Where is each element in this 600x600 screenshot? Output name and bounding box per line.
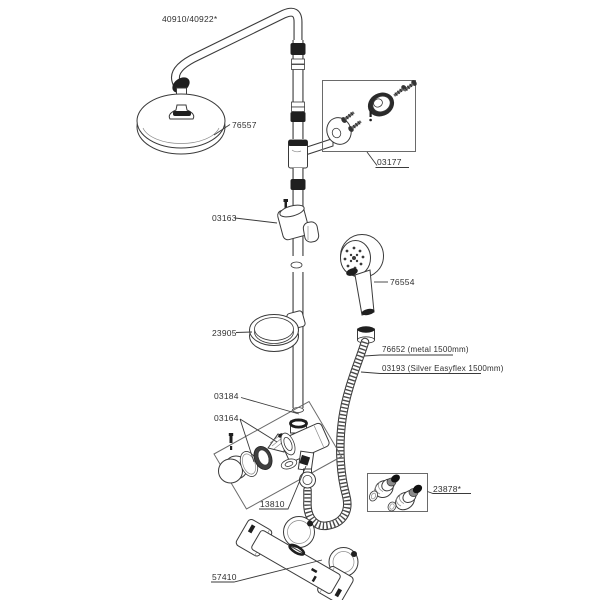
shower-head-face [136,93,226,149]
label-hose-nut: 13810 [260,499,285,509]
mixer-top-outlet [288,543,306,556]
label-hose-silver: 03193 (Silver Easyflex 1500mm) [382,364,504,373]
mixer-valve [235,516,359,600]
label-assembly: 40910/40922* [162,14,218,24]
label-soap-dish: 23905 [212,328,237,338]
eccentric-connectors-box [367,473,428,512]
pipe-o-ring [290,261,303,269]
label-hose-metal: 76652 (metal 1500mm) [382,345,469,354]
mixer-body [235,518,354,600]
label-diverter-assembly: 03184 [214,391,239,401]
bracket-body [367,92,395,117]
label-overhead-shower: 76557 [232,120,257,130]
label-mixer-valve: 57410 [212,572,237,582]
top-arm-tube [171,7,303,92]
hose-nut-13810 [299,454,311,466]
diverter-box [213,400,343,510]
rail-slider [277,199,320,243]
connector-b [395,484,423,511]
label-rail-slider: 03163 [212,213,237,223]
labels: 40910/40922* 76557 03177 03163 23905 765… [162,14,504,583]
mounting-screws [341,80,417,132]
overhead-shower [136,77,226,155]
diverter-valve-body [280,418,330,472]
soap-dish [249,310,306,352]
label-hand-shower: 76554 [390,277,415,287]
label-diverter-parts: 03164 [214,413,239,423]
label-wall-bracket: 03177 [377,157,402,167]
shower-hose [303,337,370,531]
connector-a [374,474,400,499]
pipe-connector-dark-ring [290,43,306,55]
handset-holder-hook [302,221,320,243]
wall-bracket-box [322,80,417,152]
hand-shower [340,234,384,344]
label-eccentric-connectors: 23878* [433,484,462,494]
